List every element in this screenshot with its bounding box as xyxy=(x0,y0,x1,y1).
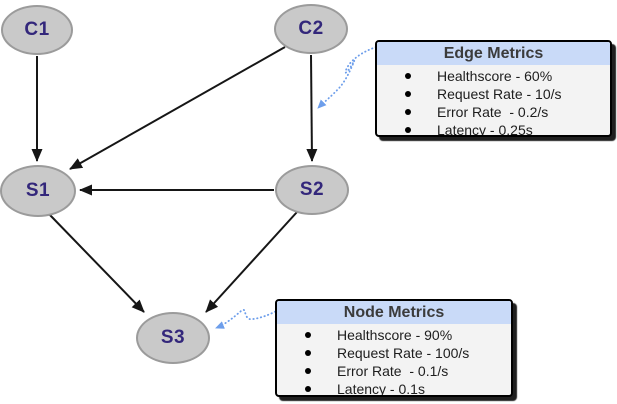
edge-metrics-box: Edge Metrics Healthscore - 60% Request R… xyxy=(375,40,612,137)
bullet-icon xyxy=(305,332,311,338)
node-s3: S3 xyxy=(136,312,210,364)
edge-s1-s3 xyxy=(48,213,145,313)
metric-item: Request Rate - 10/s xyxy=(377,85,610,103)
edge-metrics-list: Healthscore - 60% Request Rate - 10/s Er… xyxy=(377,65,610,137)
metric-item-label: Healthscore - 60% xyxy=(437,68,553,84)
metric-item: Request Rate - 100/s xyxy=(277,344,511,362)
node-s2-label: S2 xyxy=(299,179,325,200)
node-metrics-box: Node Metrics Healthscore - 90% Request R… xyxy=(275,299,513,397)
node-c1-label: C1 xyxy=(24,19,50,40)
bullet-icon xyxy=(405,127,411,133)
metric-item-label: Request Rate - 100/s xyxy=(337,345,470,361)
bullet-icon xyxy=(305,350,311,356)
metric-item: Error Rate - 0.2/s xyxy=(377,103,610,121)
metric-item: Healthscore - 90% xyxy=(277,326,511,344)
edge-c2-s1 xyxy=(69,46,286,170)
metric-item: Latency - 0.1s xyxy=(277,380,511,397)
node-c2: C2 xyxy=(274,4,348,54)
node-metrics-pointer xyxy=(215,307,283,329)
metric-item-label: Error Rate - 0.2/s xyxy=(437,104,549,120)
node-s2: S2 xyxy=(275,165,349,215)
node-c1: C1 xyxy=(1,5,73,55)
bullet-icon xyxy=(405,73,411,79)
node-s3-label: S3 xyxy=(160,327,186,348)
metric-item-label: Error Rate - 0.1/s xyxy=(337,363,449,379)
node-s1: S1 xyxy=(0,165,76,217)
bullet-icon xyxy=(405,109,411,115)
node-c2-label: C2 xyxy=(298,18,324,39)
metric-item-label: Latency - 0.25s xyxy=(437,122,533,137)
bullet-icon xyxy=(405,91,411,97)
edge-metrics-title: Edge Metrics xyxy=(377,42,610,65)
metric-item-label: Request Rate - 10/s xyxy=(437,86,562,102)
metric-item-label: Healthscore - 90% xyxy=(337,327,453,343)
edge-s2-s3 xyxy=(205,211,298,313)
bullet-icon xyxy=(305,386,311,392)
metric-item: Healthscore - 60% xyxy=(377,67,610,85)
metric-item: Latency - 0.25s xyxy=(377,121,610,137)
bullet-icon xyxy=(305,368,311,374)
edge-c2-s2 xyxy=(306,54,318,162)
metric-item-label: Latency - 0.1s xyxy=(337,381,425,397)
edge-metrics-pointer xyxy=(317,46,377,109)
node-metrics-title: Node Metrics xyxy=(277,301,511,324)
node-metrics-list: Healthscore - 90% Request Rate - 100/s E… xyxy=(277,324,511,397)
metric-item: Error Rate - 0.1/s xyxy=(277,362,511,380)
node-s1-label: S1 xyxy=(25,180,51,201)
